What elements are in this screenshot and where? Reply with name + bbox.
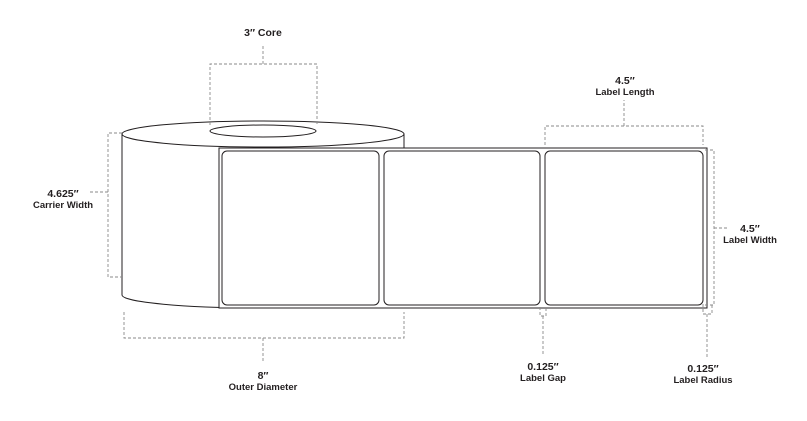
label-length-name: Label Length — [595, 87, 655, 98]
label-radius-name: Label Radius — [673, 375, 733, 386]
carrier-width-value: 4.625″ — [47, 188, 79, 200]
label-gap-dimension-line — [539, 307, 547, 355]
label-1 — [221, 150, 380, 306]
label-length-label: 4.5″ Label Length — [555, 75, 695, 99]
label-radius-label: 0.125″ Label Radius — [633, 363, 773, 387]
carrier-width-name: Carrier Width — [32, 200, 94, 211]
label-length-value: 4.5″ — [615, 75, 635, 87]
label-width-label: 4.5″ Label Width — [680, 223, 807, 247]
label-gap-label: 0.125″ Label Gap — [473, 361, 613, 385]
carrier-width-dimension-line — [90, 132, 122, 278]
label-width-name: Label Width — [723, 235, 777, 246]
label-gap-name: Label Gap — [520, 373, 566, 384]
label-radius-dimension-line — [702, 303, 713, 358]
label-length-dimension-line — [544, 100, 704, 145]
core-dimension-line — [209, 44, 318, 125]
outer-diameter-dimension-line — [123, 312, 405, 362]
outer-diameter-name: Outer Diameter — [228, 382, 298, 393]
label-width-value: 4.5″ — [740, 223, 760, 235]
label-gap-value: 0.125″ — [527, 361, 559, 373]
core-hole — [209, 124, 317, 138]
label-radius-value: 0.125″ — [687, 363, 719, 375]
core-text: 3″ Core — [244, 27, 282, 39]
dimension-lines — [90, 44, 728, 362]
outer-diameter-label: 8″ Outer Diameter — [193, 370, 333, 394]
label-3 — [544, 150, 704, 306]
label-width-dimension-line — [705, 149, 728, 306]
core-label: 3″ Core — [193, 27, 333, 39]
carrier-width-label: 4.625″ Carrier Width — [0, 188, 133, 212]
outer-diameter-value: 8″ — [257, 370, 269, 382]
label-2 — [383, 150, 541, 306]
